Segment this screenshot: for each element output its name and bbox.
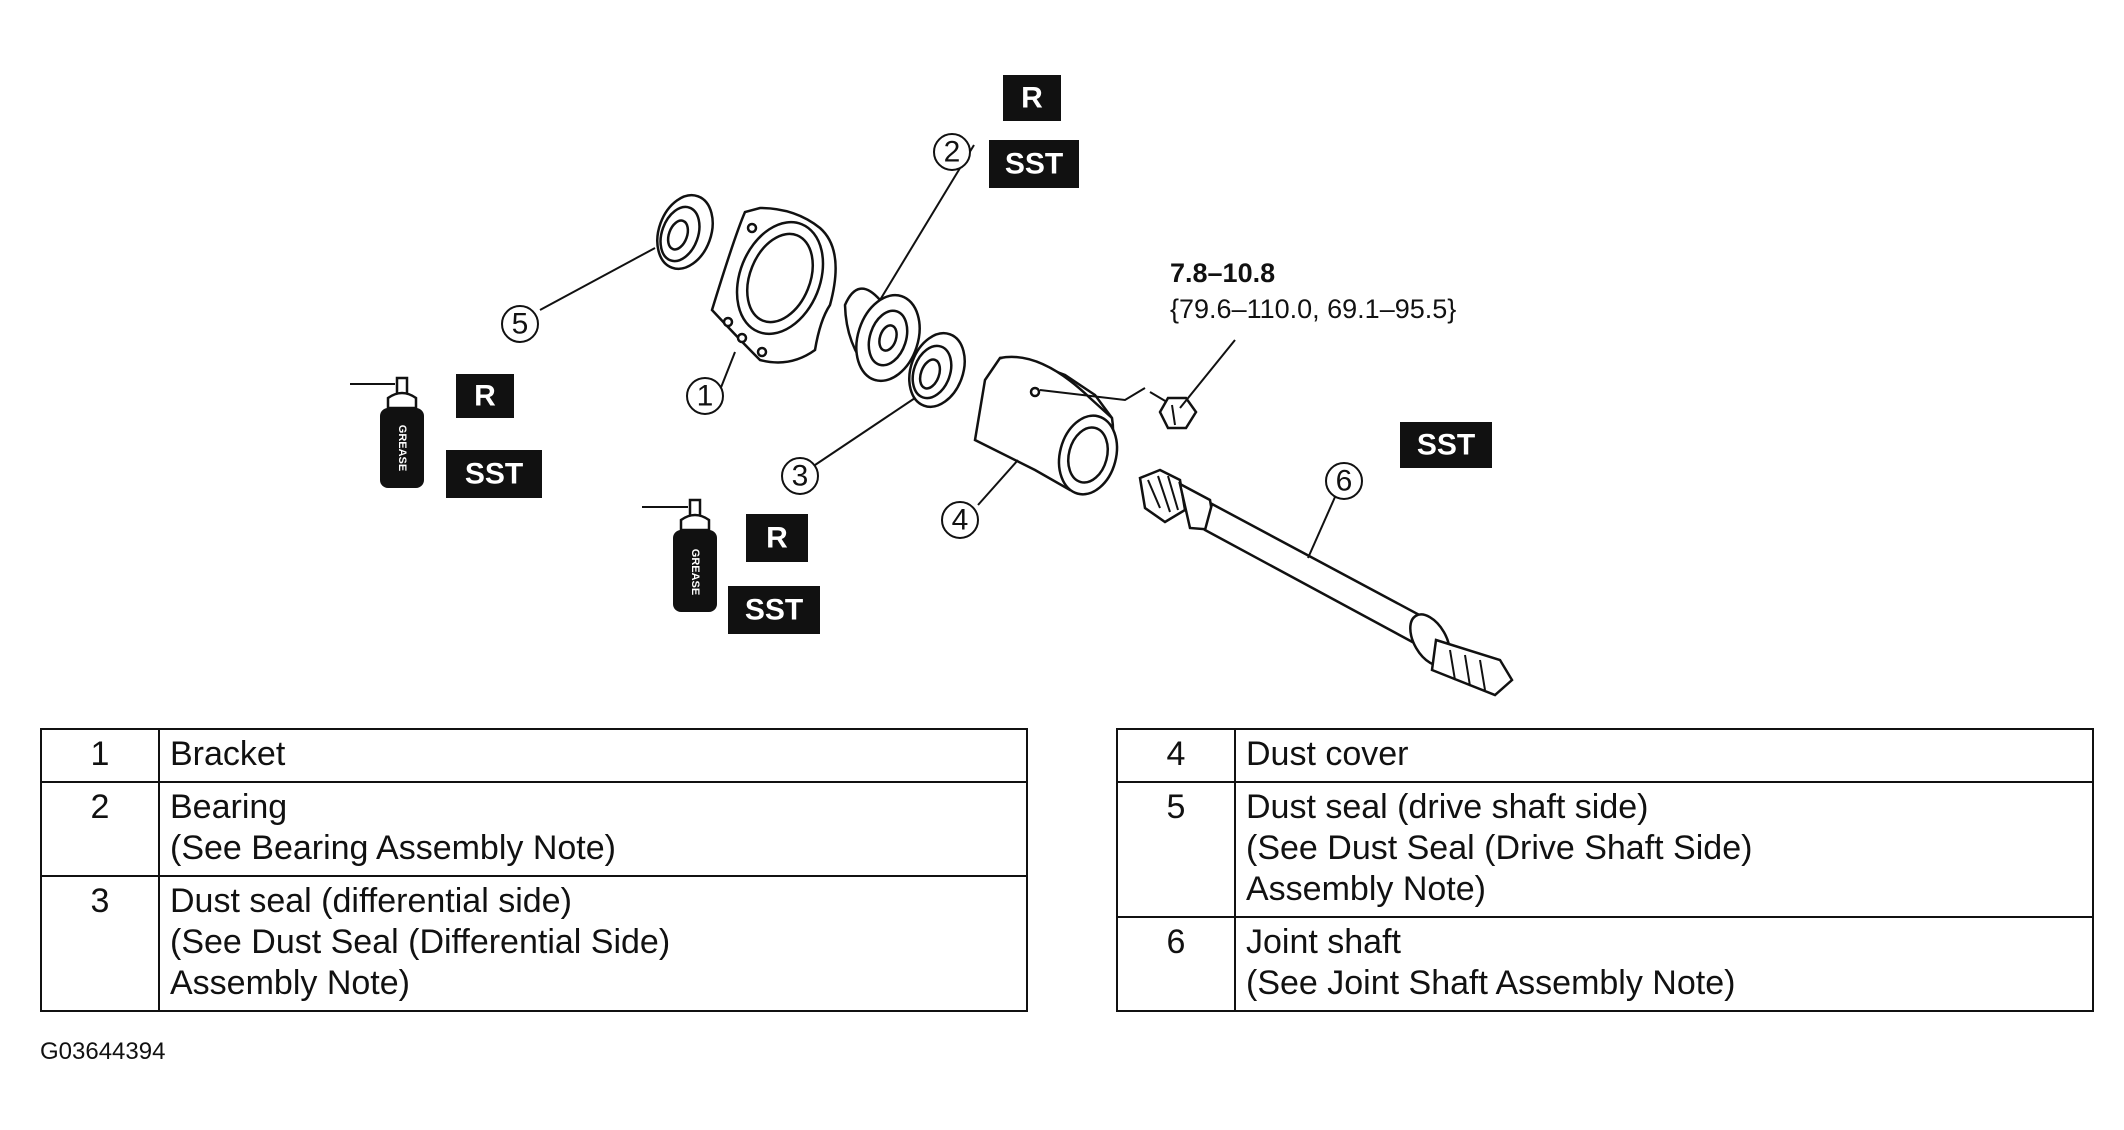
- part-description: Joint shaft (See Joint Shaft Assembly No…: [1234, 916, 2094, 1012]
- replace-badge: R: [746, 514, 808, 562]
- replace-badge: R: [456, 374, 514, 418]
- table-row: 1 Bracket: [40, 728, 1028, 783]
- exploded-view-diagram: GREASE GREASE 1 2 3 4 5 6 R: [350, 75, 1514, 697]
- part-description: Bracket: [158, 728, 1028, 783]
- bracket-part: [710, 206, 837, 364]
- sst-badge: SST: [1400, 422, 1492, 468]
- part-number: 4: [1116, 728, 1236, 783]
- table-row: 2 Bearing (See Bearing Assembly Note): [40, 781, 1028, 877]
- svg-text:SST: SST: [745, 594, 803, 627]
- parts-legend-left: 1 Bracket 2 Bearing (See Bearing Assembl…: [40, 728, 1028, 1012]
- svg-text:6: 6: [1336, 465, 1353, 498]
- table-row: 6 Joint shaft (See Joint Shaft Assembly …: [1116, 916, 2094, 1012]
- sst-badge: SST: [989, 140, 1079, 188]
- part-number: 5: [1116, 781, 1236, 918]
- figure-code: G03644394: [40, 1038, 166, 1065]
- svg-text:R: R: [766, 522, 788, 555]
- replace-badge: R: [1003, 75, 1061, 121]
- svg-text:1: 1: [697, 380, 714, 413]
- torque-value: 7.8–10.8: [1170, 258, 1275, 288]
- part-number: 2: [40, 781, 160, 877]
- torque-conversion: {79.6–110.0, 69.1–95.5}: [1170, 294, 1456, 324]
- part-description: Dust cover: [1234, 728, 2094, 783]
- sst-badge: SST: [728, 586, 820, 634]
- dust-seal-drive-shaft-side-part: [656, 193, 714, 271]
- part-number: 3: [40, 875, 160, 1012]
- callout-1: 1: [686, 377, 724, 415]
- svg-text:SST: SST: [465, 458, 523, 491]
- table-row: 3 Dust seal (differential side) (See Dus…: [40, 875, 1028, 1012]
- part-description: Bearing (See Bearing Assembly Note): [158, 781, 1028, 877]
- svg-text:GREASE: GREASE: [689, 549, 701, 595]
- dust-seal-differential-side-part: [908, 331, 966, 409]
- table-row: 5 Dust seal (drive shaft side) (See Dust…: [1116, 781, 2094, 918]
- callout-6: 6: [1325, 462, 1363, 500]
- callout-5: 5: [501, 305, 539, 343]
- callout-3: 3: [781, 457, 819, 495]
- callout-4: 4: [941, 501, 979, 539]
- dust-cover-part: [973, 355, 1146, 496]
- joint-shaft-part: [1138, 468, 1514, 697]
- sst-badge: SST: [446, 450, 542, 498]
- part-description: Dust seal (differential side) (See Dust …: [158, 875, 1028, 1012]
- part-description: Dust seal (drive shaft side) (See Dust S…: [1234, 781, 2094, 918]
- svg-text:2: 2: [944, 136, 961, 169]
- svg-text:5: 5: [512, 308, 529, 341]
- svg-text:SST: SST: [1417, 429, 1475, 462]
- part-number: 1: [40, 728, 160, 783]
- grease-can-icon: GREASE: [642, 498, 717, 612]
- svg-text:R: R: [1021, 82, 1043, 115]
- table-row: 4 Dust cover: [1116, 728, 2094, 783]
- svg-text:SST: SST: [1005, 148, 1063, 181]
- svg-text:4: 4: [952, 504, 969, 537]
- callout-2: 2: [933, 133, 971, 171]
- parts-legend-right: 4 Dust cover 5 Dust seal (drive shaft si…: [1116, 728, 2094, 1012]
- bearing-part: [843, 287, 921, 383]
- svg-text:GREASE: GREASE: [396, 425, 408, 471]
- svg-text:R: R: [474, 380, 496, 413]
- mounting-bolt-part: [1149, 391, 1198, 430]
- grease-can-icon: GREASE: [350, 376, 424, 488]
- part-number: 6: [1116, 916, 1236, 1012]
- svg-text:3: 3: [792, 460, 809, 493]
